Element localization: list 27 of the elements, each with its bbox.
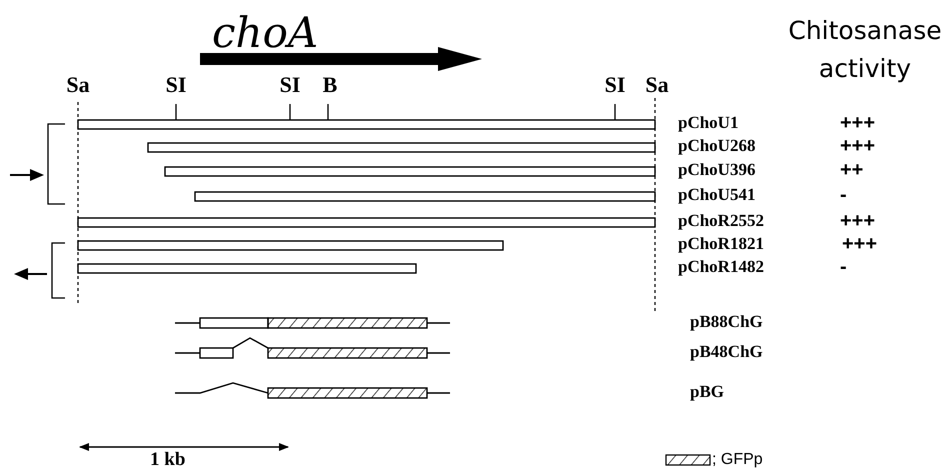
clone-name: pChoR1482 (678, 257, 764, 277)
clone-name: pChoU396 (678, 160, 756, 180)
clone-name: pChoR2552 (678, 211, 764, 231)
restriction-site-label: Sa (66, 72, 90, 98)
clone-name: pChoR1821 (678, 234, 764, 254)
gene-name: choA (212, 8, 318, 57)
activity-score: +++ (840, 112, 876, 135)
scale-label: 1 kb (150, 449, 186, 471)
activity-score: +++ (840, 135, 876, 158)
clone-name: pChoU1 (678, 113, 738, 133)
restriction-site-label: Sa (645, 72, 669, 98)
restriction-site-label: SI (604, 72, 626, 98)
restriction-site-label: SI (166, 72, 186, 98)
column-heading: Chitosanase activity (787, 15, 943, 85)
activity-score: +++ (840, 210, 876, 233)
activity-score: - (840, 256, 847, 279)
clone-name: pChoU268 (678, 136, 756, 156)
construct-name: pB48ChG (690, 342, 763, 362)
clone-name: pChoU541 (678, 185, 756, 205)
restriction-site-label: B (322, 72, 338, 98)
construct-name: pBG (690, 382, 724, 402)
activity-score: +++ (842, 233, 878, 256)
activity-score: ++ (840, 159, 864, 182)
restriction-site-label: SI (280, 72, 300, 98)
activity-score: - (840, 184, 847, 207)
construct-name: pB88ChG (690, 312, 763, 332)
legend-label: ; GFPp (712, 451, 763, 469)
